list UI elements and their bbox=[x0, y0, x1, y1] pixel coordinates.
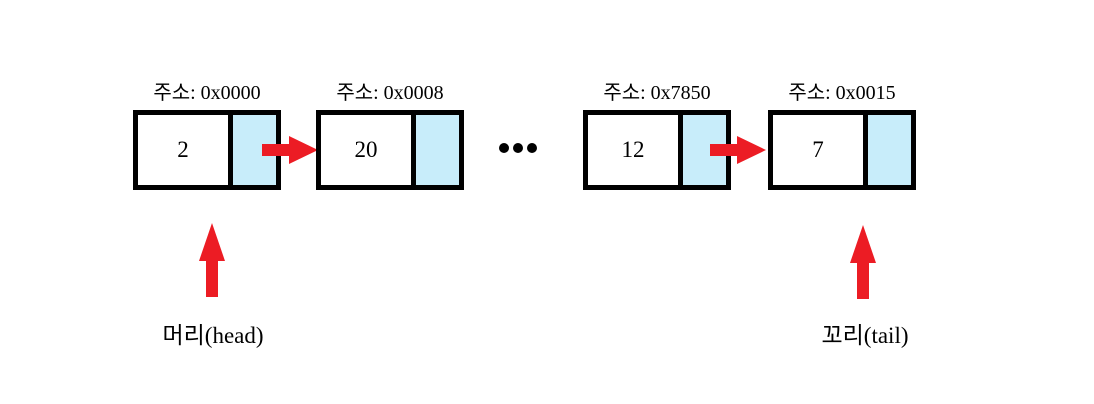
dot bbox=[513, 143, 523, 153]
node-2-value: 20 bbox=[321, 115, 411, 185]
node-4-address-label: 주소: 0x0015 bbox=[788, 82, 896, 104]
tail-pointer-arrow bbox=[850, 225, 876, 299]
list-node-4: 7 bbox=[768, 110, 916, 190]
tail-label: 꼬리(tail) bbox=[821, 323, 909, 348]
arrow-head-icon bbox=[289, 136, 318, 164]
node-2-address-label: 주소: 0x0008 bbox=[336, 82, 444, 104]
dot bbox=[499, 143, 509, 153]
node-4-value: 7 bbox=[773, 115, 863, 185]
node-1-value: 2 bbox=[138, 115, 228, 185]
next-pointer-arrow-2 bbox=[710, 136, 766, 164]
list-node-2: 20 bbox=[316, 110, 464, 190]
arrow-head-icon bbox=[199, 223, 225, 261]
arrow-shaft bbox=[262, 144, 289, 156]
node-4-pointer-cell bbox=[863, 115, 911, 185]
arrow-head-icon bbox=[737, 136, 766, 164]
arrow-shaft bbox=[206, 261, 218, 297]
head-pointer-arrow bbox=[199, 223, 225, 297]
dot bbox=[527, 143, 537, 153]
ellipsis-dots-icon bbox=[499, 143, 537, 153]
arrow-shaft bbox=[857, 263, 869, 299]
head-label: 머리(head) bbox=[162, 323, 264, 348]
node-1-address-label: 주소: 0x0000 bbox=[153, 82, 261, 104]
list-node-1: 2 bbox=[133, 110, 281, 190]
arrow-shaft bbox=[710, 144, 737, 156]
node-2-pointer-cell bbox=[411, 115, 459, 185]
node-3-value: 12 bbox=[588, 115, 678, 185]
arrow-head-icon bbox=[850, 225, 876, 263]
next-pointer-arrow-1 bbox=[262, 136, 318, 164]
node-3-address-label: 주소: 0x7850 bbox=[603, 82, 711, 104]
list-node-3: 12 bbox=[583, 110, 731, 190]
